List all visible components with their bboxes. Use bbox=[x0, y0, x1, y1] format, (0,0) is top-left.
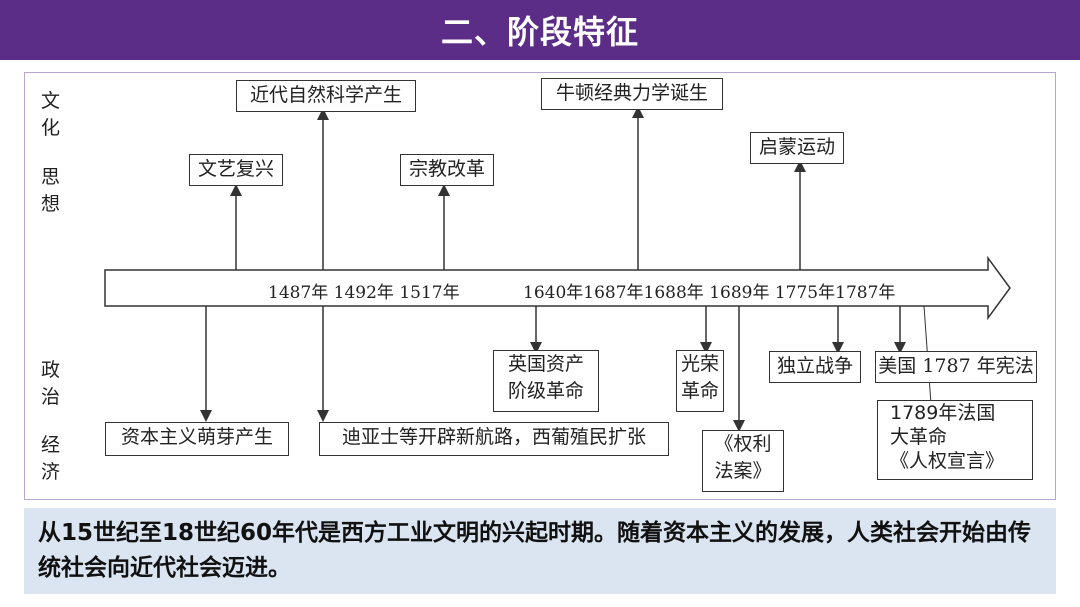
timeline-years-early: 1487年 1492年 1517年 bbox=[268, 283, 460, 303]
event-box-english-revolution: 英国资产 阶级革命 bbox=[493, 350, 599, 412]
summary-text: 从15世纪至18世纪60年代是西方工业文明的兴起时期。随着资本主义的发展，人类社… bbox=[24, 508, 1056, 594]
event-box-bill-of-rights: 《权利 法案》 bbox=[702, 430, 784, 492]
page-title: 二、阶段特征 bbox=[440, 13, 639, 51]
row-label-thought: 思想 bbox=[41, 166, 61, 215]
event-box-capitalism: 资本主义萌芽产生 bbox=[105, 422, 289, 456]
event-box-independence: 独立战争 bbox=[769, 351, 861, 383]
event-box-renaissance: 文艺复兴 bbox=[189, 154, 283, 186]
event-box-glorious-revolution: 光荣 革命 bbox=[676, 350, 724, 412]
row-label-politics: 政治 bbox=[41, 359, 61, 408]
event-box-french-revolution: 1789年法国 大革命 《人权宣言》 bbox=[877, 400, 1033, 480]
event-line: 大革命 bbox=[890, 426, 948, 448]
timeline-diagram: 文化 思想 政治 经济 近代自然科学产生 牛顿经典力学诞生 文艺复兴 宗教改革 … bbox=[24, 72, 1056, 500]
row-label-economy: 经济 bbox=[41, 434, 61, 483]
event-box-enlightenment: 启蒙运动 bbox=[750, 132, 844, 164]
event-line: 《人权宣言》 bbox=[890, 450, 1005, 472]
timeline-arrow bbox=[104, 255, 1011, 321]
event-line: 革命 bbox=[680, 380, 719, 402]
event-box-new-routes: 迪亚士等开辟新航路，西葡殖民扩张 bbox=[319, 422, 669, 456]
event-line: 英国资产 bbox=[507, 353, 584, 375]
event-box-science: 近代自然科学产生 bbox=[236, 80, 416, 112]
timeline-connectors bbox=[104, 106, 1011, 432]
event-line: 光荣 bbox=[680, 353, 719, 375]
event-line: 法案》 bbox=[714, 460, 772, 482]
event-line: 《权利 bbox=[714, 433, 772, 455]
event-box-newton: 牛顿经典力学诞生 bbox=[541, 78, 723, 110]
event-line: 阶级革命 bbox=[507, 380, 584, 402]
event-box-us-constitution: 美国 1787 年宪法 bbox=[875, 351, 1037, 383]
row-label-culture: 文化 bbox=[41, 90, 61, 139]
title-bar: 二、阶段特征 bbox=[0, 0, 1080, 60]
event-box-reformation: 宗教改革 bbox=[400, 154, 494, 186]
timeline-years-late: 1640年1687年1688年 1689年 1775年1787年 bbox=[523, 283, 896, 303]
event-line: 1789年法国 bbox=[890, 402, 996, 424]
